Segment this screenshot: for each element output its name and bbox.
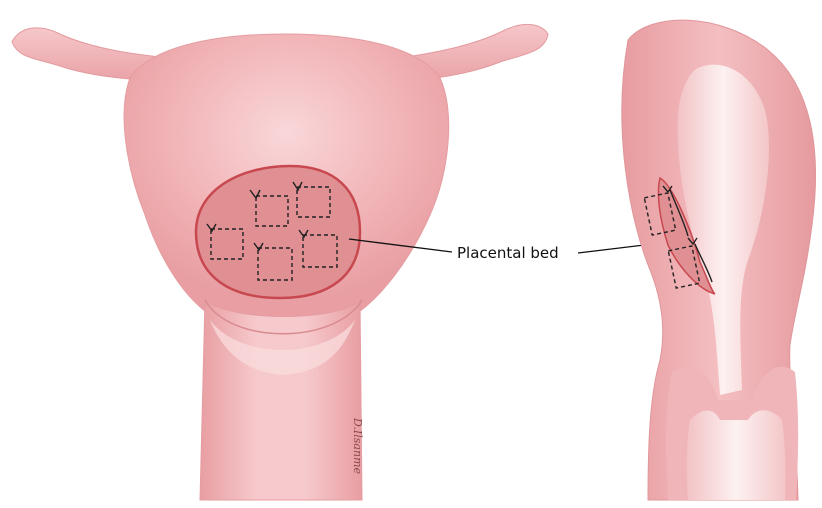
cervix	[200, 300, 362, 500]
placental-bed	[196, 166, 360, 298]
uterus-front-view: D.Ilsanme	[12, 24, 548, 500]
uterus-side-view	[622, 20, 816, 500]
vaginal-lumen	[687, 410, 786, 500]
placental-bed-label: Placental bed	[457, 244, 559, 262]
artist-signature: D.Ilsanme	[351, 417, 364, 475]
